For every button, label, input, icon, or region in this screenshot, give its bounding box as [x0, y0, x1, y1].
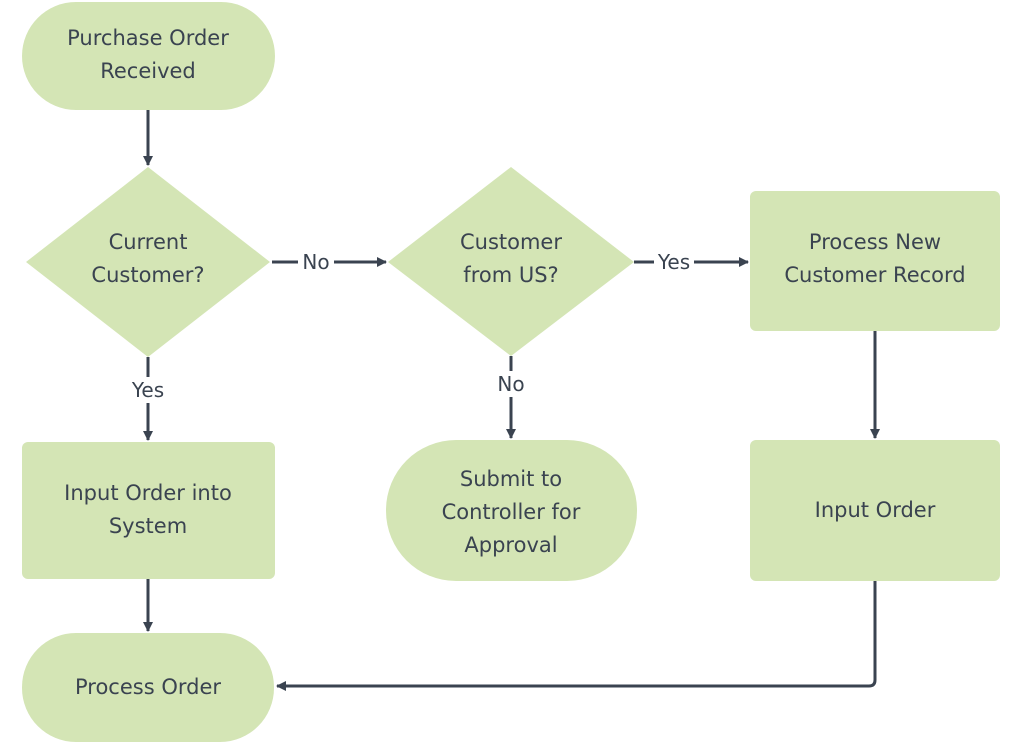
node-input-system: Input Order into System [22, 442, 275, 579]
node-label: Approval [464, 533, 557, 557]
process-shape [22, 442, 275, 579]
node-label: Customer Record [784, 263, 965, 287]
node-label: from US? [463, 263, 558, 287]
process-shape [750, 191, 1000, 331]
process-shape [750, 440, 1000, 581]
node-label: Received [100, 59, 196, 83]
edge-inputorder-to-processorder [276, 581, 877, 691]
node-input-order: Input Order [750, 440, 1000, 581]
node-process-order: Process Order [22, 633, 274, 742]
node-label: Submit to [460, 467, 562, 491]
node-label: Customer? [91, 263, 204, 287]
edge-label-no: No [302, 250, 329, 274]
node-start: Purchase Order Received [22, 2, 275, 110]
node-submit: Submit to Controller for Approval [386, 440, 637, 581]
node-label: Controller for [442, 500, 581, 524]
terminal-shape [22, 633, 274, 742]
node-current-customer: Current Customer? [26, 167, 270, 357]
node-label: System [109, 514, 187, 538]
edge-label-background [493, 371, 529, 397]
edge-label-background [654, 250, 694, 274]
edge-label-background [298, 250, 334, 274]
node-new-record: Process New Customer Record [750, 191, 1000, 331]
node-label: Input Order into [64, 481, 232, 505]
edge-label-no: No [497, 372, 524, 396]
edge-labels: No Yes Yes No [126, 250, 694, 403]
edge-label-yes: Yes [131, 378, 164, 402]
node-label: Purchase Order [67, 26, 229, 50]
decision-shape [26, 167, 270, 357]
node-label: Customer [460, 230, 562, 254]
terminal-shape [22, 2, 275, 110]
node-customer-us: Customer from US? [388, 167, 634, 356]
node-label: Process Order [75, 675, 221, 699]
edge-label-yes: Yes [657, 250, 690, 274]
node-label: Current [109, 230, 188, 254]
terminal-shape [386, 440, 637, 581]
decision-shape [388, 167, 634, 356]
edge-label-background [126, 377, 170, 403]
node-label: Input Order [815, 498, 936, 522]
node-label: Process New [809, 230, 941, 254]
